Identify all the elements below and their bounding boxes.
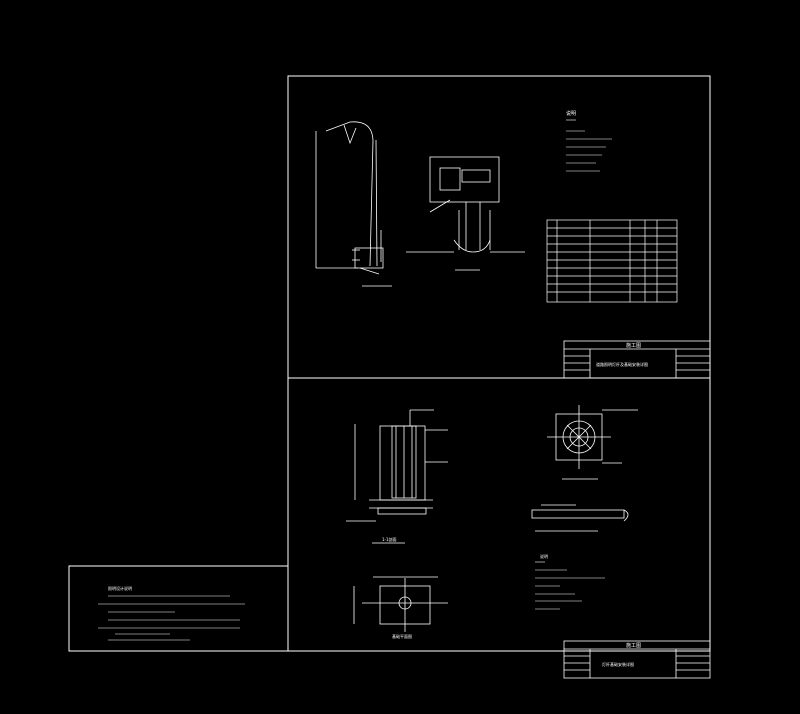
sheet1-border	[287, 75, 711, 379]
sheet1	[287, 75, 711, 379]
material-table	[546, 219, 678, 303]
sheet2-title-block	[563, 640, 711, 679]
lamp-pole-elevation	[315, 121, 392, 287]
base-plan	[353, 576, 448, 632]
sheet-left-heading: 照明设计说明	[108, 585, 132, 591]
sheet-left-border	[68, 565, 289, 652]
handhole-detail	[406, 156, 525, 271]
sheet2-notes-header: 说明	[540, 553, 548, 559]
sheet-left	[68, 565, 289, 652]
sheet2-drawing-name: 灯杆基础安装详图	[602, 661, 634, 667]
sheet-left-text-lines	[98, 595, 245, 641]
sheet2-base-label: 基础平面图	[392, 633, 412, 639]
sheet2	[287, 377, 711, 679]
sheet2-border	[287, 377, 711, 652]
sheet1-title-banner: 施工图	[626, 342, 641, 349]
sheet1-notes	[566, 119, 612, 172]
sheet2-section-label: 1-1剖面	[382, 536, 397, 542]
sheet1-notes-header: 说明	[566, 110, 576, 117]
foundation-section	[346, 409, 448, 544]
sheet1-drawing-name: 道路照明灯杆及基础安装详图	[596, 361, 648, 367]
sheet2-title-banner: 施工图	[626, 642, 641, 649]
flange-plan	[547, 405, 638, 480]
sheet2-notes	[535, 561, 605, 610]
anchor-bolt	[531, 504, 629, 532]
